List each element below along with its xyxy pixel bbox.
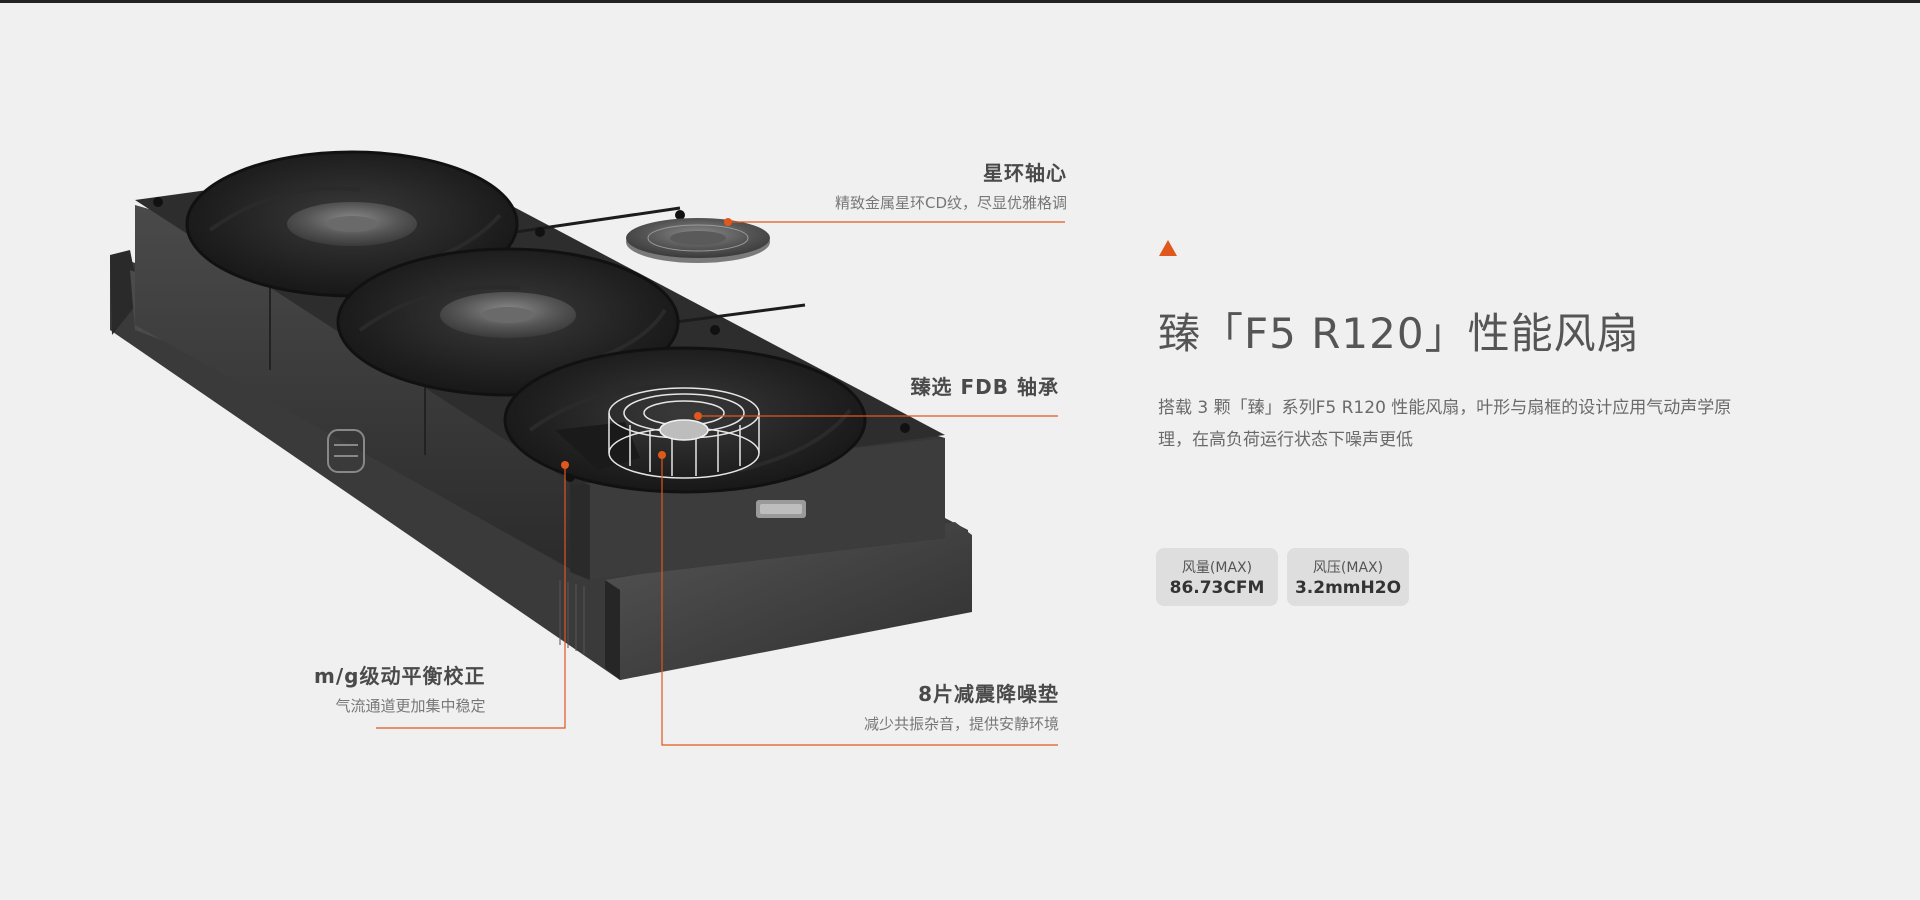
spec-pressure-label: 风压(MAX) bbox=[1312, 560, 1384, 576]
accent-triangle-icon bbox=[1159, 240, 1177, 256]
product-description: 搭载 3 颗「臻」系列F5 R120 性能风扇，叶形与扇框的设计应用气动声学原理… bbox=[1158, 398, 1732, 450]
spec-airflow-value: 86.73CFM bbox=[1169, 578, 1265, 598]
star-ring-hub-cap bbox=[626, 218, 770, 263]
callout-leader-lines bbox=[376, 221, 1065, 746]
spec-airflow-label: 风量(MAX) bbox=[1181, 560, 1253, 576]
callout-fdb-bearing: 臻选 FDB 轴承 bbox=[911, 371, 1059, 400]
radiator-illustration bbox=[110, 150, 1065, 746]
callout-balance-title: m/g级动平衡校正 bbox=[314, 664, 486, 688]
callout-balance: m/g级动平衡校正 气流通道更加集中稳定 bbox=[314, 660, 485, 716]
callout-damping-title: 8片减震降噪垫 bbox=[918, 682, 1059, 706]
callout-star-ring-subtitle: 精致金属星环CD纹，尽显优雅格调 bbox=[834, 194, 1067, 212]
callout-star-ring-title: 星环轴心 bbox=[983, 161, 1067, 185]
fdb-bearing-exploded bbox=[608, 387, 760, 479]
product-headline: 臻「F5 R120」性能风扇 bbox=[1158, 309, 1640, 358]
callout-balance-subtitle: 气流通道更加集中稳定 bbox=[335, 697, 486, 715]
callout-damping-subtitle: 减少共振杂音，提供安静环境 bbox=[863, 715, 1059, 733]
spec-pressure-value: 3.2mmH2O bbox=[1294, 578, 1402, 598]
callout-damping: 8片减震降噪垫 减少共振杂音，提供安静环境 bbox=[864, 678, 1059, 734]
callout-star-ring: 星环轴心 精致金属星环CD纹，尽显优雅格调 bbox=[835, 157, 1067, 213]
callout-fdb-bearing-title: 臻选 FDB 轴承 bbox=[910, 375, 1059, 399]
top-border bbox=[0, 0, 1920, 3]
callout-dots bbox=[561, 218, 732, 469]
spec-airflow: 风量(MAX) 86.73CFM bbox=[1156, 548, 1278, 606]
spec-pressure: 风压(MAX) 3.2mmH2O bbox=[1287, 548, 1409, 606]
